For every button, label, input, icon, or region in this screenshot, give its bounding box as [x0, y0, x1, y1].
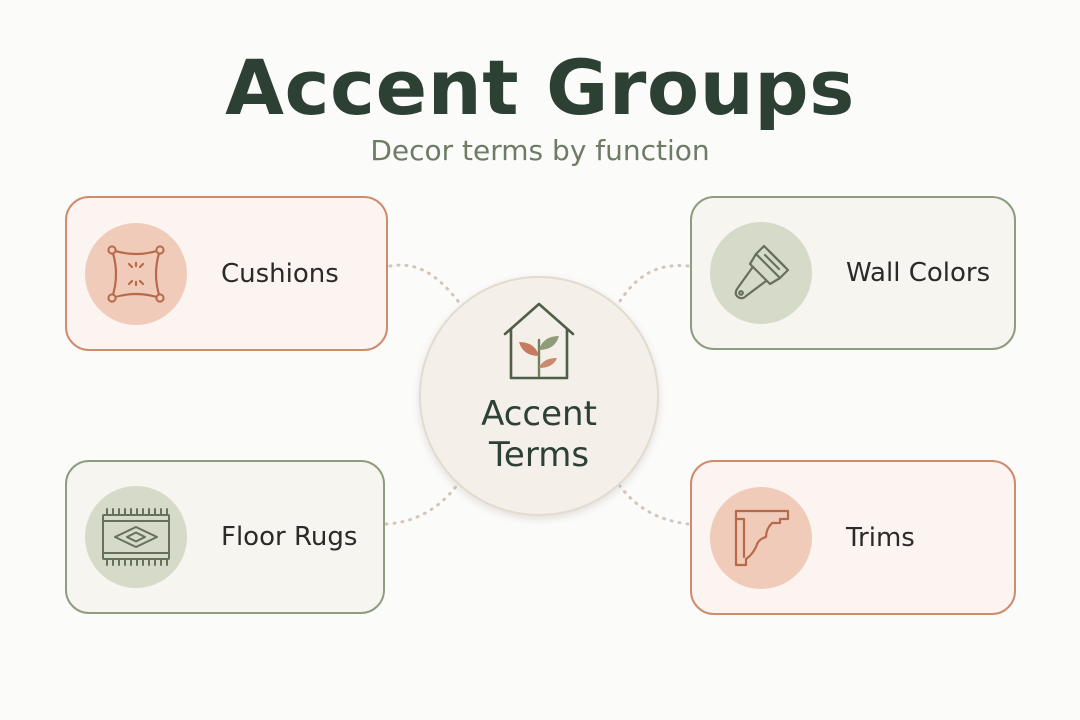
center-label: Accent Terms: [421, 394, 657, 476]
house-plant-icon: [503, 302, 575, 380]
rug-icon-circle: [85, 486, 187, 588]
rug-icon: [102, 508, 170, 566]
connector-cushions: [388, 263, 464, 308]
card-floor-rugs[interactable]: Floor Rugs: [65, 460, 385, 614]
center-label-line1: Accent: [481, 394, 597, 434]
connector-floor-rugs: [384, 482, 460, 526]
center-label-line2: Terms: [488, 435, 590, 475]
cushion-icon: [107, 244, 165, 303]
connector-trims: [618, 484, 690, 526]
page-title: Accent Groups: [225, 43, 855, 132]
page-subtitle: Decor terms by function: [370, 134, 710, 167]
paintbrush-icon: [734, 244, 790, 300]
card-trims[interactable]: Trims: [690, 460, 1016, 615]
card-label-wall-colors: Wall Colors: [846, 258, 991, 288]
card-label-trims: Trims: [846, 522, 915, 553]
card-wall-colors[interactable]: Wall Colors: [690, 196, 1016, 350]
molding-icon-circle: [710, 486, 812, 589]
paintbrush-icon-circle: [710, 222, 812, 324]
card-label-floor-rugs: Floor Rugs: [221, 522, 358, 552]
card-cushions[interactable]: Cushions: [65, 196, 388, 351]
cushion-icon-circle: [85, 222, 187, 325]
card-label-cushions: Cushions: [221, 258, 339, 289]
molding-icon: [734, 509, 790, 566]
center-node[interactable]: Accent Terms: [419, 276, 659, 516]
connector-wall-colors: [616, 263, 690, 306]
